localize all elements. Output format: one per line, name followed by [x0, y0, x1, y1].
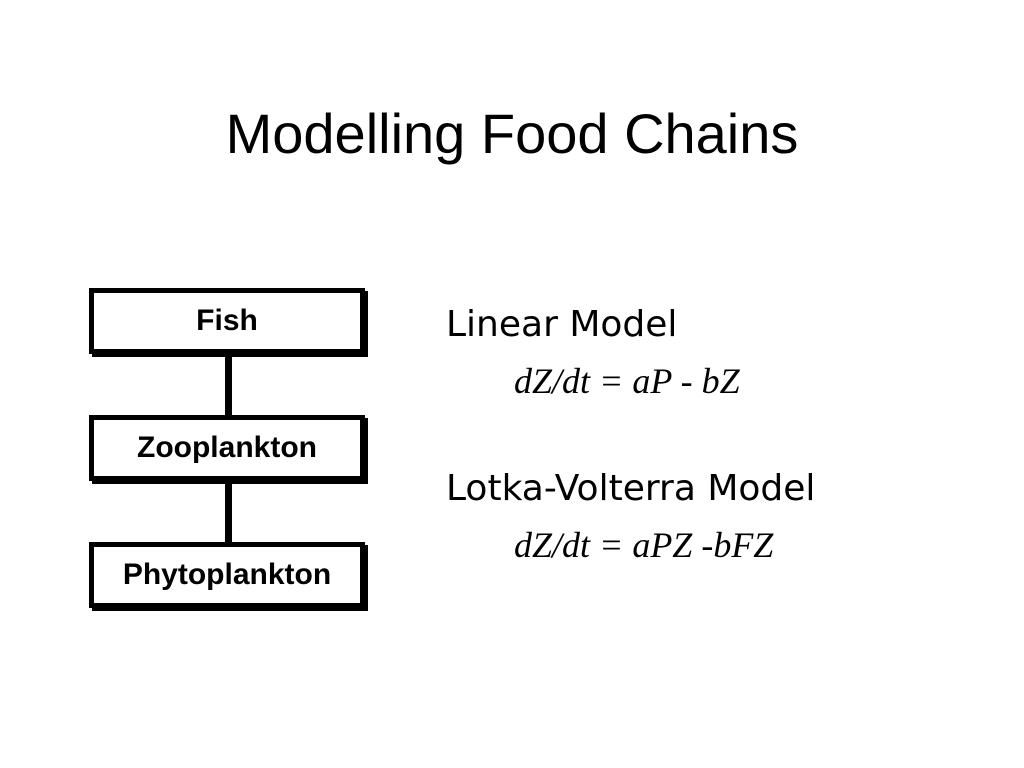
food-chain-label: Zooplankton: [137, 431, 317, 464]
chain-link-zooplankton-phytoplankton: [225, 484, 232, 542]
food-chain-box-zooplankton: Zooplankton: [89, 415, 365, 481]
food-chain-box-phytoplankton: Phytoplankton: [89, 542, 365, 608]
food-chain-label: Fish: [196, 304, 258, 337]
food-chain-box-fish: Fish: [89, 288, 365, 354]
lotka-volterra-model-heading: Lotka-Volterra Model: [446, 468, 816, 509]
linear-model-equation: dZ/dt = aP - bZ: [514, 361, 740, 401]
chain-link-fish-zooplankton: [225, 357, 232, 415]
linear-model-heading: Linear Model: [446, 304, 678, 345]
slide-title: Modelling Food Chains: [225, 102, 799, 165]
lotka-volterra-model-equation: dZ/dt = aPZ -bFZ: [514, 525, 774, 565]
food-chain-label: Phytoplankton: [122, 558, 332, 591]
